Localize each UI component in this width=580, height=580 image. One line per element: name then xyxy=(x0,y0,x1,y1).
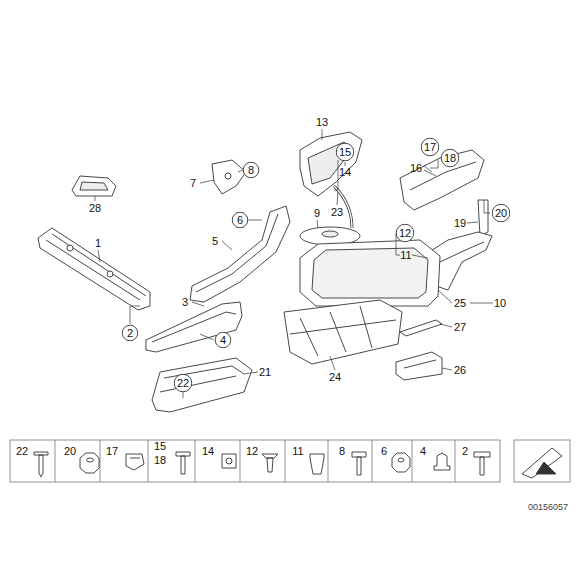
callout-number: 21 xyxy=(259,367,271,378)
callout-number: 8 xyxy=(243,162,260,179)
callout-circle: 2 xyxy=(122,325,139,342)
callout-number: 12 xyxy=(246,446,258,457)
callout-number: 9 xyxy=(314,208,320,219)
callout-number: 7 xyxy=(190,178,196,189)
callout-number: 22 xyxy=(16,446,28,457)
callout-circle: 15 xyxy=(336,143,355,162)
callout-number: 2 xyxy=(462,446,468,457)
callout-number: 6 xyxy=(232,212,249,229)
drawing-number: 00156057 xyxy=(528,503,568,512)
callout-number: 25 xyxy=(454,298,466,309)
callout-circle: 22 xyxy=(174,374,193,393)
callout-number: 22 xyxy=(174,374,193,393)
callout-number: 13 xyxy=(316,117,328,128)
callout-number: 3 xyxy=(182,297,188,308)
callout-number: 2 xyxy=(122,325,139,342)
callout-circle: 18 xyxy=(441,149,460,168)
callout-number: 14 xyxy=(339,167,351,178)
callout-number: 28 xyxy=(89,203,101,214)
callout-number: 11 xyxy=(400,250,411,261)
callout-number: 17 xyxy=(421,138,440,157)
callout-number: 5 xyxy=(212,236,218,247)
callout-number: 24 xyxy=(329,372,341,383)
callout-circle: 20 xyxy=(492,204,511,223)
callout-number: 27 xyxy=(454,322,466,333)
callout-circle: 12 xyxy=(396,224,415,243)
callout-number: 19 xyxy=(454,218,466,229)
callout-number: 20 xyxy=(64,446,76,457)
callout-number: 8 xyxy=(339,446,345,457)
callout-number: 1 xyxy=(95,238,101,249)
callout-number: 12 xyxy=(396,224,415,243)
callout-number: 4 xyxy=(420,446,426,457)
callout-number: 14 xyxy=(202,446,214,457)
callout-circle: 8 xyxy=(243,162,260,179)
callout-number: 20 xyxy=(492,204,511,223)
callout-circle: 4 xyxy=(215,332,232,349)
callout-number: 15 xyxy=(154,441,166,452)
callout-number: 10 xyxy=(494,298,506,309)
callout-number: 17 xyxy=(106,446,118,457)
callout-number: 4 xyxy=(215,332,232,349)
callout-number: 6 xyxy=(381,446,387,457)
callout-number: 15 xyxy=(336,143,355,162)
callout-circle: 6 xyxy=(232,212,249,229)
callout-number: 26 xyxy=(454,365,466,376)
callout-number: 18 xyxy=(154,455,166,466)
callout-number: 16 xyxy=(410,163,422,174)
callout-number: 18 xyxy=(441,149,460,168)
callout-number: 23 xyxy=(331,207,343,218)
callout-number: 11 xyxy=(292,446,303,457)
callout-circle: 17 xyxy=(421,138,440,157)
